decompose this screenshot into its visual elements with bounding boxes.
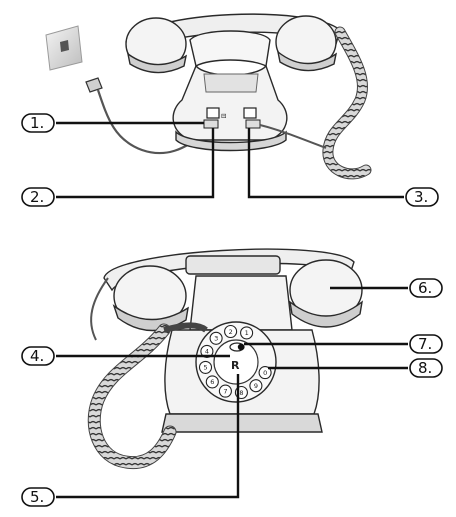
dial-key-label: 5: [204, 364, 208, 372]
dial-key-1[interactable]: [240, 326, 254, 340]
redial-key-label[interactable]: R: [231, 359, 240, 372]
line-plug-icon: [203, 119, 219, 129]
dial-key-3[interactable]: [209, 331, 223, 345]
callout-7: 7.: [244, 334, 443, 354]
callout-4: 4.: [21, 346, 230, 366]
callout-5-badge: [21, 487, 55, 507]
callout-3: 3.: [247, 128, 439, 207]
handset-plug-icon: [245, 119, 261, 129]
callout-2-label: 2.: [30, 188, 44, 206]
callout-6-label: 6.: [418, 279, 432, 297]
svg-text:⊟: ⊟: [221, 112, 226, 120]
line-port-icon: [206, 107, 220, 119]
callout-8: 8.: [268, 358, 443, 378]
callout-6-badge: [409, 278, 443, 298]
dial-key-label: 7: [223, 387, 227, 395]
callout-8-badge: [409, 358, 443, 378]
top-coiled-cord: [259, 26, 372, 180]
dial-key-label: 8: [239, 389, 243, 397]
dial-key-5[interactable]: [198, 360, 213, 374]
dial-key-label: 0: [263, 369, 267, 377]
callout-7-label: 7.: [418, 335, 432, 353]
wall-socket-icon: [45, 25, 83, 71]
dial-key-4[interactable]: [200, 344, 214, 358]
dial-key-label: 1: [245, 329, 249, 337]
top-telephone-rear-view: ⊟: [45, 13, 372, 180]
dial-key-6[interactable]: [205, 375, 219, 389]
handset-port-icon: [243, 107, 257, 119]
callout-5-label: 5.: [30, 488, 44, 506]
callout-7-badge: [409, 334, 443, 354]
callout-1-badge: [21, 113, 55, 133]
top-handset: [125, 13, 341, 74]
dial-key-label: 3: [214, 335, 218, 343]
callout-6: 6.: [330, 278, 443, 298]
bottom-coiled-cord: [87, 277, 208, 470]
leader-line-3: [247, 128, 404, 199]
callout-4-badge: [21, 346, 55, 366]
top-base: ⊟: [172, 30, 288, 152]
callout-5: 5.: [21, 374, 240, 507]
callout-2: 2.: [21, 128, 215, 207]
dial-key-label: 9: [254, 382, 258, 390]
dial-key-9[interactable]: [249, 379, 263, 393]
dial-key-7[interactable]: [218, 384, 232, 398]
leader-line-5: [56, 374, 240, 499]
dial-key-0[interactable]: [258, 366, 272, 380]
dial-key-label: 6: [210, 378, 214, 386]
bottom-handset: [103, 248, 363, 332]
dial-key-2[interactable]: [224, 324, 238, 339]
dial-key-label: 2: [229, 328, 233, 336]
callout-1: 1.: [21, 113, 204, 133]
callout-4-label: 4.: [30, 347, 44, 365]
ringer-switch-knob-icon: [237, 343, 245, 351]
callout-3-badge: [405, 187, 439, 207]
dial-key-label: 4: [205, 348, 209, 356]
callout-8-label: 8.: [418, 359, 432, 377]
callout-1-label: 1.: [30, 114, 44, 132]
callout-2-badge: [21, 187, 55, 207]
callout-3-label: 3.: [414, 188, 428, 206]
leader-line-2: [56, 128, 215, 199]
